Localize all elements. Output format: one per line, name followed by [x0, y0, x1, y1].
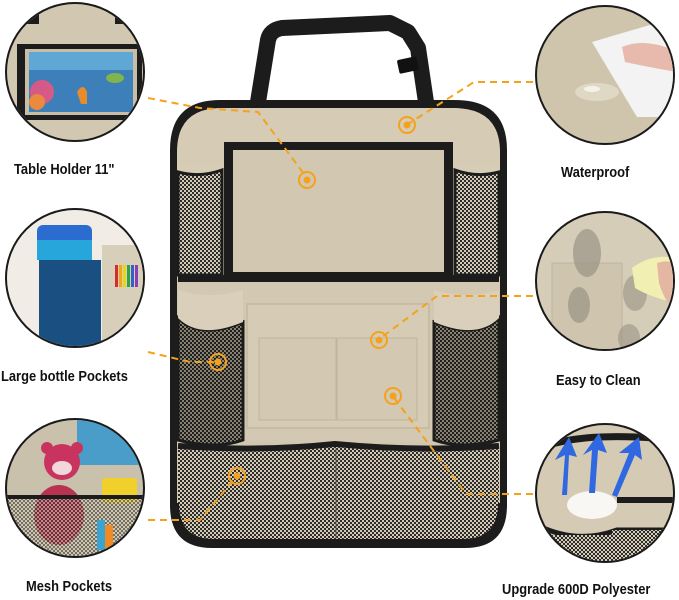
bottle-mesh-pockets — [176, 290, 501, 447]
feature-label-bottle-pockets: Large bottle Pockets — [1, 368, 128, 385]
feature-image-polyester — [535, 423, 675, 563]
feature-image-tablet-holder — [5, 2, 145, 142]
up-arrow-icon — [555, 433, 642, 497]
handle-strap — [250, 15, 434, 104]
bottom-mesh-pocket — [178, 447, 499, 539]
organizer-body — [170, 100, 507, 548]
feature-label-easy-clean: Easy to Clean — [556, 372, 641, 389]
feature-image-bottle-pockets — [5, 208, 145, 348]
upper-mesh-pockets — [176, 167, 501, 277]
feature-image-easy-clean — [535, 211, 675, 351]
feature-label-waterproof: Waterproof — [561, 164, 630, 181]
feature-image-waterproof — [535, 5, 675, 145]
tablet-holder-window — [224, 142, 453, 275]
target-dot-icon — [209, 116, 416, 485]
center-pockets — [246, 303, 430, 429]
feature-label-polyester: Upgrade 600D Polyester — [502, 581, 651, 598]
feature-label-tablet-holder: Table Holder 11" — [14, 161, 115, 178]
feature-label-mesh-pockets: Mesh Pockets — [26, 578, 113, 595]
feature-image-mesh-pockets — [5, 418, 145, 558]
